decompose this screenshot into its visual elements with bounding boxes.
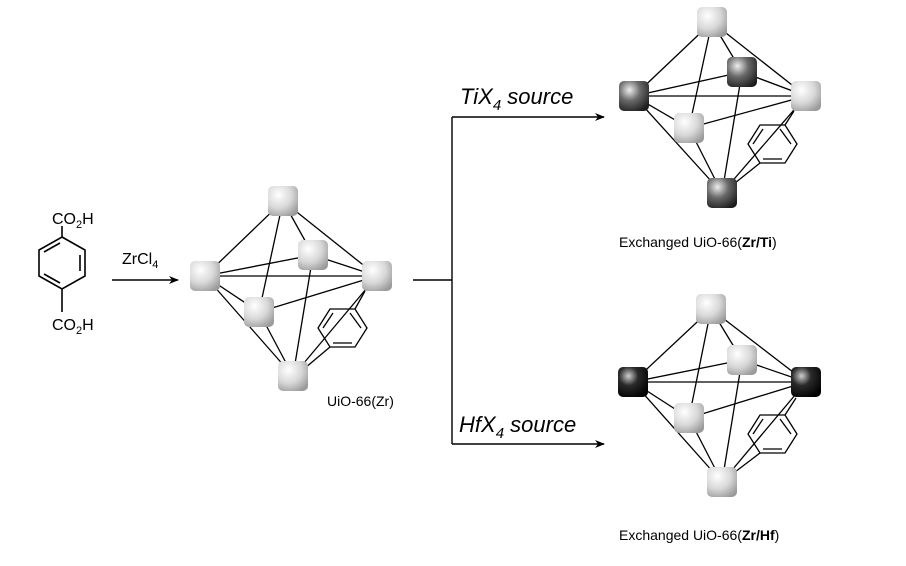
linker-phenyl-icon <box>304 290 368 369</box>
ti-source-label: TiX4 source <box>460 84 573 114</box>
zr-node-icon <box>674 7 821 143</box>
zr-hf-product-label: Exchanged UiO-66(Zr/Hf) <box>619 527 779 543</box>
carboxyl-bottom-label: CO2H <box>52 317 94 337</box>
zrcl4-reagent-label: ZrCl4 <box>122 251 158 271</box>
parent-mof-label: UiO-66(Zr) <box>327 393 394 409</box>
zr-ti-product-label: Exchanged UiO-66(Zr/Ti) <box>619 234 777 250</box>
zr-node-icon <box>190 186 392 391</box>
zr-node-icon <box>674 294 757 497</box>
terephthalic-acid-structure <box>38 226 86 312</box>
benzene-ring <box>38 236 86 290</box>
hf-node-icon <box>618 367 821 397</box>
uio66-zr-cluster <box>190 186 392 391</box>
linker-phenyl-icon <box>734 110 798 184</box>
uio66-zr-hf-cluster <box>618 294 821 497</box>
linker-phenyl-icon <box>734 397 798 473</box>
hf-source-label: HfX4 source <box>459 412 576 442</box>
ti-node-icon <box>619 57 757 208</box>
branch-connector <box>413 117 453 444</box>
carboxyl-top-label: CO2H <box>52 211 94 231</box>
uio66-zr-ti-cluster <box>619 7 821 208</box>
